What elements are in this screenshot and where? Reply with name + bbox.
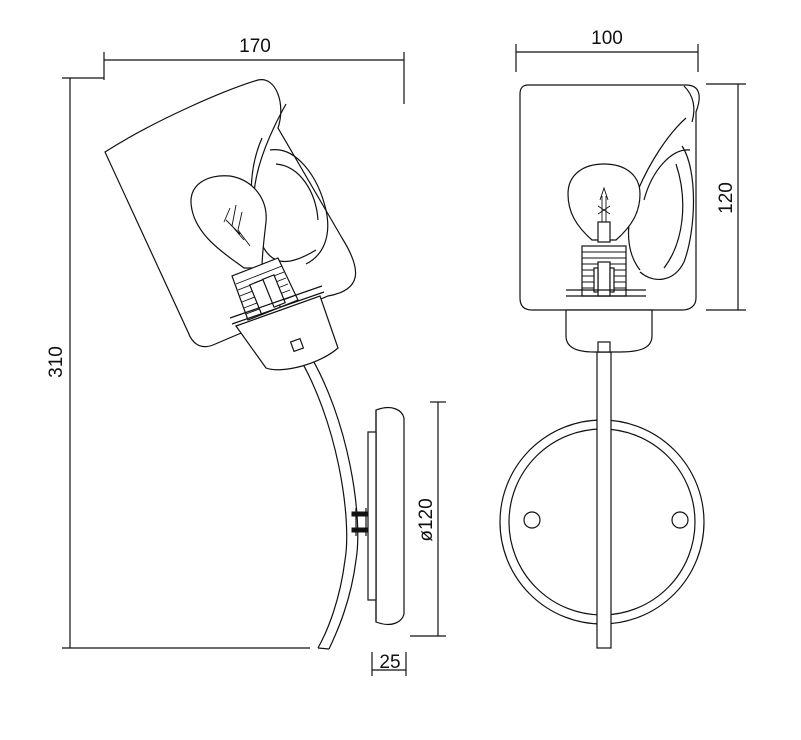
- dim-label-front-width: 100: [591, 28, 623, 49]
- side-wall-mount: [351, 406, 405, 626]
- side-socket: [229, 257, 339, 371]
- dim-label-shade-height: 120: [716, 182, 737, 214]
- side-arm: [295, 349, 359, 650]
- front-socket: [565, 245, 653, 353]
- dim-label-total-height: 310: [46, 346, 67, 378]
- front-view: [499, 84, 705, 649]
- side-view: [104, 79, 405, 650]
- front-bulb: [567, 163, 641, 243]
- side-bulb: [190, 175, 267, 269]
- dim-label-base-diameter: ø120: [416, 498, 437, 541]
- dim-label-base-depth: 25: [379, 652, 400, 673]
- front-arm: [596, 351, 612, 649]
- dimension-lines: [62, 44, 746, 676]
- dim-label-side-width: 170: [239, 36, 271, 57]
